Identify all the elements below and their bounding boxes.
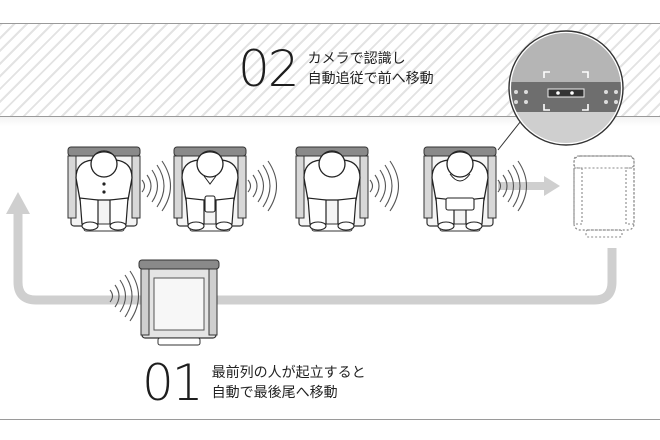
step-01-line2: 自動で最後尾へ移動: [211, 385, 338, 401]
seated-person-icon: [173, 146, 247, 232]
sensor-wave-icon: [369, 160, 400, 212]
step-02-line1: カメラで認識し: [307, 50, 406, 67]
sensor-wave-icon: [141, 160, 172, 212]
loop-arrow-icon: [6, 176, 617, 305]
sensor-wave-icon: [247, 160, 278, 212]
seated-person-icon: [423, 146, 497, 232]
step-02-line2: 自動追従で前へ移動: [307, 71, 434, 87]
step-01-caption: 01 最前列の人が起立すると 自動で最後尾へ移動: [142, 358, 366, 408]
empty-chair-icon: [573, 155, 635, 238]
seated-person-icon: [295, 146, 369, 232]
band-bottom-rule: [0, 116, 660, 117]
step-01-number: 01: [142, 354, 204, 412]
step-01-line1: 最前列の人が起立すると: [211, 364, 366, 381]
step-02-text: カメラで認識し 自動追従で前へ移動: [308, 49, 434, 90]
step-02-number: 02: [238, 40, 300, 98]
camera-view-icon: [497, 30, 624, 151]
moving-chair-icon: [109, 259, 220, 346]
bottom-rule: [0, 419, 660, 420]
top-rule: [0, 23, 660, 24]
step-02-caption: 02 カメラで認識し 自動追従で前へ移動: [238, 44, 434, 94]
seated-person-icon: [67, 146, 141, 232]
step-01-text: 最前列の人が起立すると 自動で最後尾へ移動: [212, 363, 366, 404]
